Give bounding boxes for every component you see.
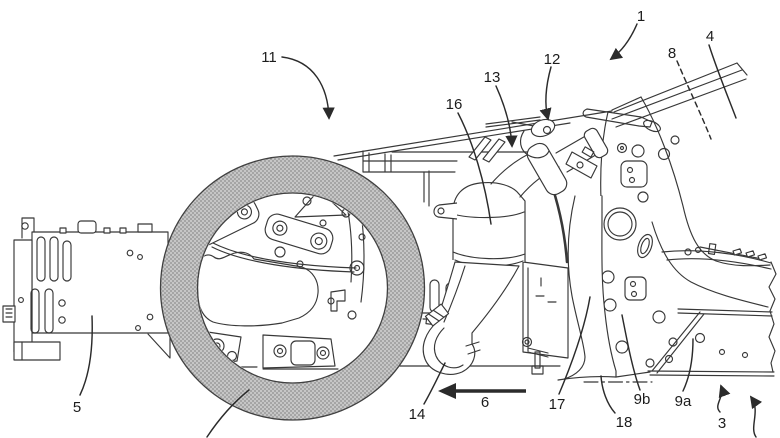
cowl-grille [468, 136, 506, 163]
section-cut-edge [768, 261, 777, 373]
leader-tire-bottom [206, 389, 250, 438]
ref-label-5: 5 [73, 399, 81, 416]
mount-plate [522, 261, 569, 359]
leader-17 [558, 296, 591, 395]
direction-arrow-6 [438, 383, 526, 399]
air-duct-assembly [422, 127, 609, 375]
ref-label-4: 4 [706, 28, 714, 45]
cowl-end-bracket [565, 151, 598, 179]
hood-rear-edge [333, 110, 613, 157]
linkage-hook [519, 130, 550, 159]
drive-belt [211, 242, 357, 273]
leader-1 [609, 23, 638, 61]
windshield-pillar-rails [611, 62, 748, 128]
ref-label-17: 17 [549, 396, 566, 413]
lower-pillar-column [557, 195, 651, 381]
hose-clamp-fitting [424, 303, 450, 327]
duct-end-flange [583, 127, 609, 159]
ref-label-3: 3 [718, 415, 726, 432]
leader-9a [682, 338, 694, 392]
pillar-rear-edge [640, 96, 771, 267]
ref-label-9b: 9b [634, 391, 651, 408]
small-bracket [330, 289, 346, 312]
wheel-hub-machinery [198, 194, 366, 370]
ref-label-14: 14 [409, 406, 426, 423]
door-opening-flange [651, 221, 769, 308]
wiper-blade [485, 116, 541, 128]
engine-mount-upper-middle [264, 213, 334, 255]
leader-8 [676, 60, 712, 140]
leader-18 [600, 375, 616, 414]
leader-9b [621, 314, 641, 391]
leader-12 [539, 66, 552, 121]
leader-right-edge [749, 395, 763, 438]
sill-bottom-edge [647, 370, 775, 377]
leader-5 [79, 315, 93, 396]
strut-tower-hole [603, 207, 637, 241]
duct-collar [526, 142, 568, 196]
rocker-sill-panel [647, 243, 777, 377]
leader-lines [79, 23, 763, 438]
cowl-details [485, 108, 653, 179]
ref-label-18: 18 [616, 414, 633, 431]
engine-block-outline [198, 251, 319, 327]
leader-11 [281, 56, 335, 120]
leader-4 [708, 44, 737, 119]
underbody-parts [399, 261, 653, 383]
a-pillar-structure [600, 62, 771, 368]
leader-14 [423, 362, 446, 405]
leader-13 [495, 85, 518, 148]
ref-label-13: 13 [484, 69, 501, 86]
wiper-pivot [530, 118, 556, 138]
ref-label-16: 16 [446, 96, 463, 113]
sill-top-edge [661, 250, 772, 264]
ref-label-9a: 9a [675, 393, 692, 410]
leader-16 [457, 112, 492, 225]
ref-label-8: 8 [668, 45, 676, 62]
sill-brace [651, 311, 705, 374]
ref-label-1: 1 [637, 8, 645, 25]
engine-mount-lower-center [262, 334, 336, 369]
left-component-box [2, 217, 171, 361]
cowl-strut-bar [582, 108, 653, 128]
canister-body [452, 181, 526, 262]
ref-label-11: 11 [261, 49, 277, 66]
sill-seam [677, 308, 773, 317]
ref-label-6: 6 [481, 394, 489, 411]
canister-bracket [433, 202, 458, 220]
ref-label-12: 12 [544, 51, 561, 68]
leader-3 [717, 384, 731, 413]
reference-labels: 1 11 4 8 12 13 16 5 14 6 17 18 9b 9a 3 [73, 8, 726, 432]
